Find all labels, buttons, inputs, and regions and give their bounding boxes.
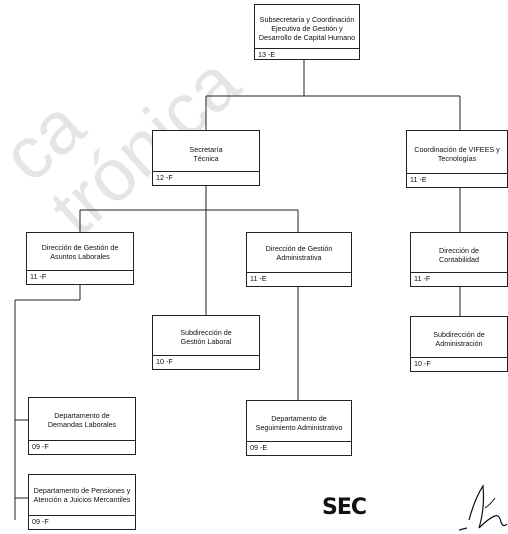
org-box-dir-asuntos: Dirección de Gestión de Asuntos Laborale… (26, 232, 134, 285)
org-box-sub-administracion: Subdirección de Administración 10 -F (410, 316, 508, 372)
org-box-code: 11 -E (247, 272, 351, 284)
org-box-depto-pensiones: Departamento de Pensiones y Atención a J… (28, 474, 136, 530)
org-box-sub-gestion-laboral: Subdirección de Gestión Laboral 10 -F (152, 315, 260, 370)
org-box-title: Departamento de Pensiones y Atención a J… (33, 486, 131, 504)
org-box-code: 13 -E (255, 48, 359, 59)
org-box-code: 10 -F (411, 357, 507, 369)
org-box-title: Subsecretaría y Coordinación Ejecutiva d… (258, 14, 356, 42)
org-box-title: Dirección de Gestión Administrativa (265, 244, 333, 262)
org-box-depto-seguimiento: Departamento de Seguimiento Administrati… (246, 400, 352, 456)
org-box-title: Secretaría Técnica (189, 145, 223, 163)
org-box-code: 12 -F (153, 171, 259, 183)
org-box-coordinacion: Coordinación de VIFEES y Tecnologías 11 … (406, 130, 508, 188)
org-box-code: 09 -F (29, 515, 135, 527)
signature-scribble (458, 484, 508, 531)
org-box-code: 11 -E (407, 173, 507, 185)
org-box-code: 11 -F (411, 272, 507, 284)
org-box-dir-gestion-administrativa: Dirección de Gestión Administrativa 11 -… (246, 232, 352, 287)
org-box-title: Subdirección de Administración (433, 330, 485, 348)
org-box-title: Dirección de Gestión de Asuntos Laborale… (41, 243, 119, 261)
org-box-code: 11 -F (27, 270, 133, 282)
org-box-dir-contabilidad: Dirección de Contabilidad 11 -F (410, 232, 508, 287)
org-box-title: Dirección de Contabilidad (439, 246, 479, 264)
org-box-title: Subdirección de Gestión Laboral (180, 328, 232, 346)
org-box-title: Coordinación de VIFEES y Tecnologías (414, 145, 500, 163)
org-box-title: Departamento de Seguimiento Administrati… (255, 414, 343, 432)
org-box-code: 09 -F (29, 440, 135, 452)
org-box-code: 09 -E (247, 441, 351, 453)
org-box-code: 10 -F (153, 355, 259, 367)
org-box-depto-demandas: Departamento de Demandas Laborales 09 -F (28, 397, 136, 455)
org-box-secretaria: Secretaría Técnica 12 -F (152, 130, 260, 186)
sec-logo: SEC (322, 495, 367, 520)
org-box-root: Subsecretaría y Coordinación Ejecutiva d… (254, 4, 360, 60)
org-box-title: Departamento de Demandas Laborales (47, 411, 117, 429)
